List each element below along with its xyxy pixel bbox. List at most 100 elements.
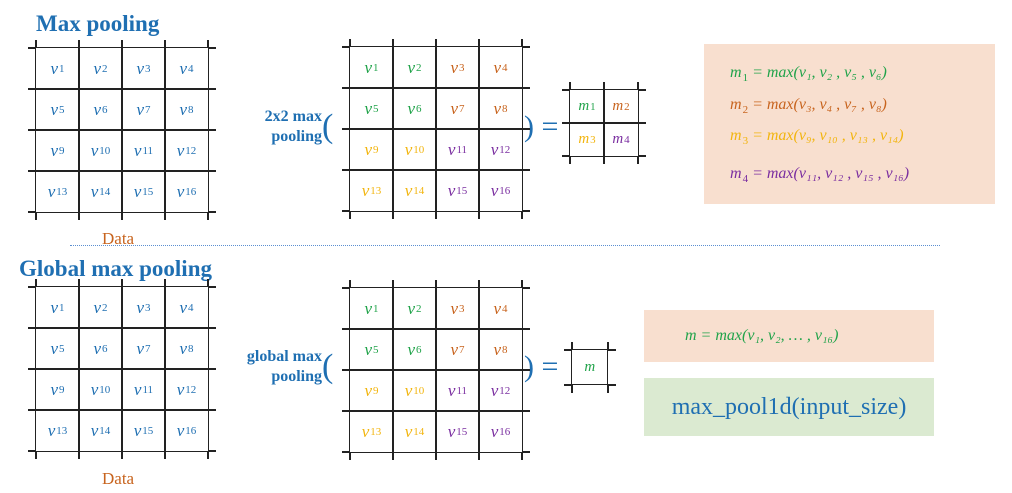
- grid-out-top-tick: [637, 156, 639, 164]
- grid-a-tick: [208, 129, 216, 131]
- grid-a-tick: [121, 40, 123, 48]
- grid-c-tick: [28, 368, 36, 370]
- formula-m4: m4 = max(v₁₁, v₁₂ , v₁₅ , v₁₆): [730, 165, 910, 185]
- grid-d-tick: [349, 280, 351, 288]
- grid-b-tick: [349, 211, 351, 219]
- grid-c-tick: [164, 279, 166, 287]
- grid-d-tick: [478, 452, 480, 460]
- formula-m3: m3 = max(v₉, v₁₀ , v₁₃ , v₁₄): [730, 127, 904, 147]
- operation-label-2x2: 2x2 max pooling: [240, 107, 322, 147]
- grid-a-tick: [208, 88, 216, 90]
- operation-label-global-line1: global max: [246, 348, 322, 365]
- grid-b-tick: [342, 210, 350, 212]
- section-divider: [70, 245, 940, 246]
- grid-c-tick: [35, 279, 37, 287]
- data-label-top: Data: [102, 229, 135, 248]
- grid-c-tick: [28, 450, 36, 452]
- grid-out-bottom-tick: [608, 384, 616, 386]
- grid-a-tick: [164, 40, 166, 48]
- grid-out-top-tick: [562, 89, 570, 91]
- close-paren-equals-top: ) =: [524, 110, 559, 143]
- grid-b-tick: [522, 46, 530, 48]
- formula-box-bottom: [644, 310, 934, 362]
- grid-d-tick: [522, 369, 530, 371]
- grid-c-tick: [208, 327, 216, 329]
- grid-b-tick: [435, 211, 437, 219]
- grid-a-tick: [208, 47, 216, 49]
- operation-label-2x2-line1: 2x2 max: [264, 108, 322, 125]
- grid-out-top-tick: [603, 156, 605, 164]
- grid-b-tick: [342, 46, 350, 48]
- grid-c-tick: [78, 279, 80, 287]
- formula-m2: m2 = max(v₃, v₄ , v₇ , v₈): [730, 96, 887, 116]
- grid-d-tick: [342, 410, 350, 412]
- grid-a-tick: [78, 40, 80, 48]
- open-paren-top: (: [322, 108, 334, 145]
- grid-out-bottom-tick: [607, 342, 609, 350]
- grid-a-tick: [164, 212, 166, 220]
- grid-out-bottom-tick: [607, 385, 609, 393]
- grid-a-tick: [208, 211, 216, 213]
- grid-b-tick: [522, 169, 530, 171]
- grid-d-tick: [521, 280, 523, 288]
- grid-a-tick: [208, 170, 216, 172]
- open-paren-bottom: (: [322, 348, 334, 385]
- grid-c-tick: [121, 279, 123, 287]
- output-grid-1x1: m: [571, 349, 609, 386]
- grid-out-top-tick: [569, 156, 571, 164]
- grid-out-top-tick: [638, 155, 646, 157]
- grid-d-tick: [522, 287, 530, 289]
- grid-c-tick: [208, 368, 216, 370]
- grid-a-tick: [78, 212, 80, 220]
- grid-a-tick: [28, 170, 36, 172]
- grid-out-bottom-tick: [564, 349, 572, 351]
- grid-c-tick: [28, 409, 36, 411]
- grid-out-bottom-tick: [571, 342, 573, 350]
- grid-out-top-tick: [638, 122, 646, 124]
- grid-c-tick: [28, 327, 36, 329]
- grid-c-tick: [208, 409, 216, 411]
